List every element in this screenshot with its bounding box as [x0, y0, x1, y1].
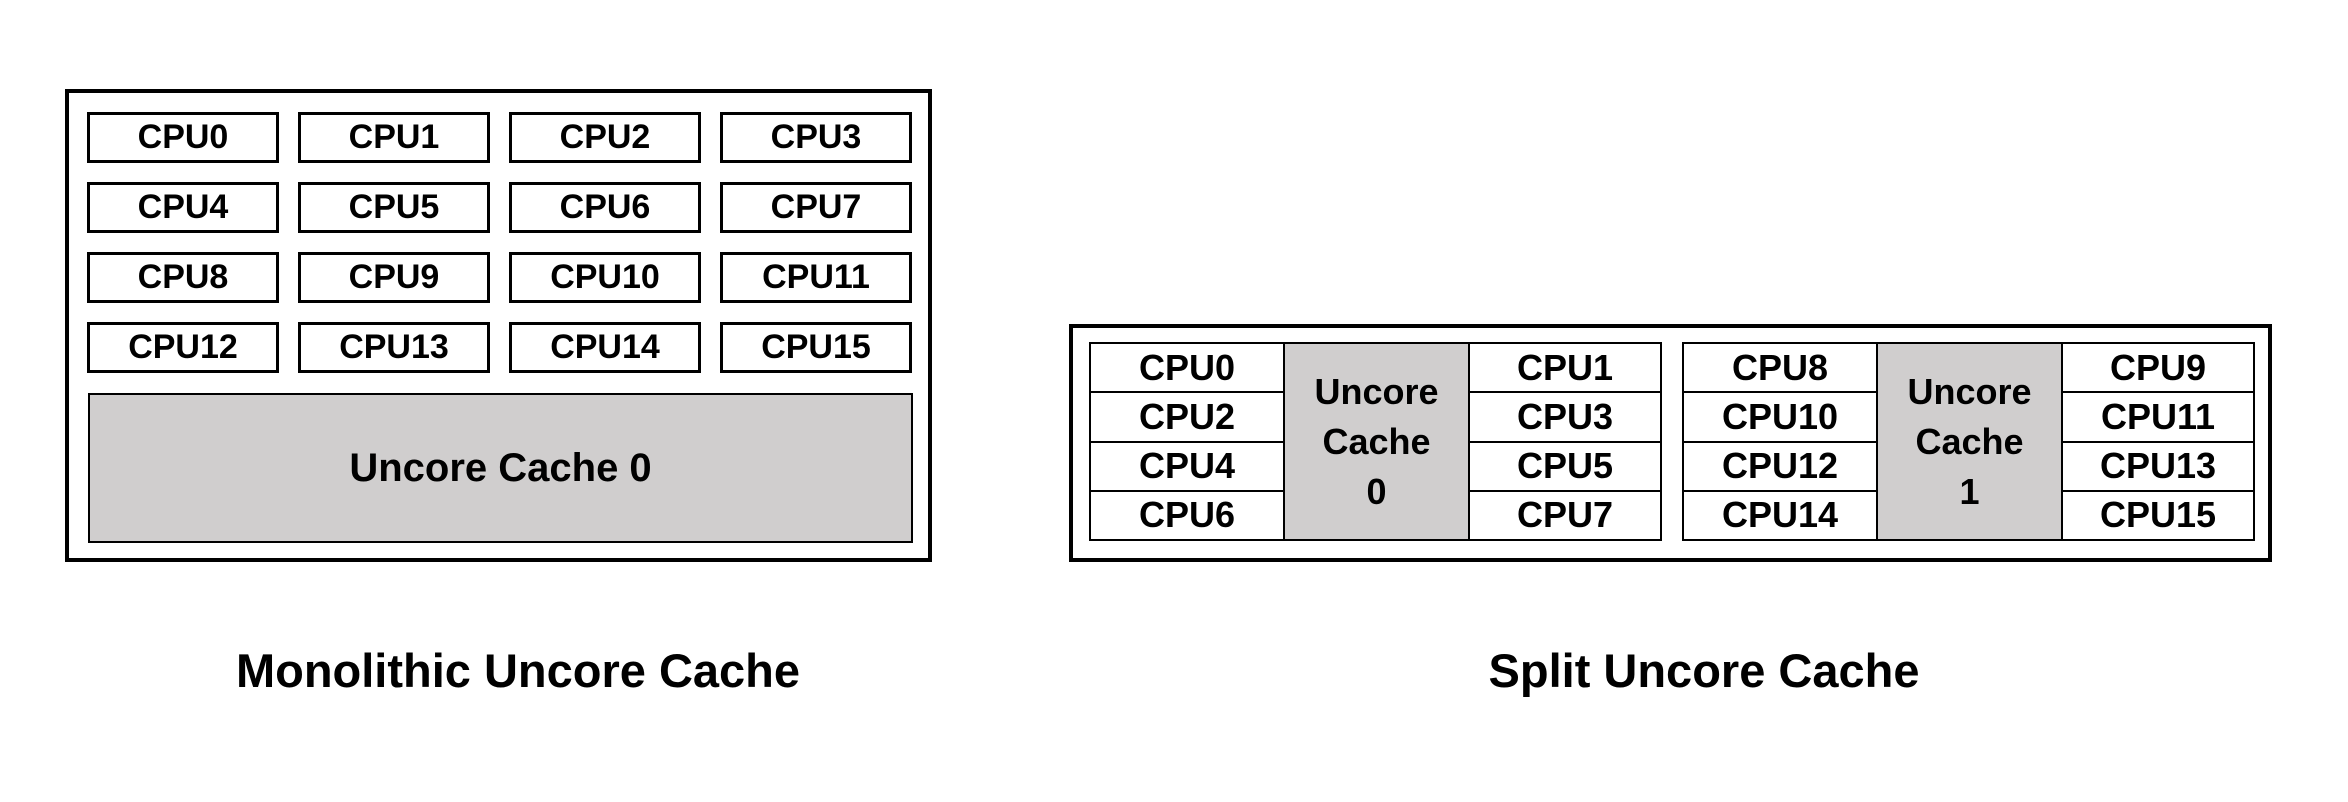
- cpu-cell: CPU15: [2063, 491, 2253, 539]
- cpu-box-3: CPU3: [720, 112, 912, 163]
- cpu-box-7: CPU7: [720, 182, 912, 233]
- cpu-box-4: CPU4: [87, 182, 279, 233]
- cpu-cell: CPU3: [1470, 393, 1660, 441]
- cpu-box-2: CPU2: [509, 112, 701, 163]
- split-caption: Split Uncore Cache: [1488, 644, 1920, 697]
- cpu-cell: CPU1: [1470, 344, 1660, 392]
- cpu-box-10: CPU10: [509, 252, 701, 303]
- monolithic-diagram-frame: CPU0 CPU1 CPU2 CPU3 CPU4 CPU5 CPU6 CPU7 …: [65, 89, 932, 562]
- cpu-box-15: CPU15: [720, 322, 912, 373]
- uncore-cache-0-box: Uncore Cache 0: [88, 393, 913, 543]
- cpu-box-12: CPU12: [87, 322, 279, 373]
- cpu-box-0: CPU0: [87, 112, 279, 163]
- uncore-cache-0-split-box: Uncore Cache 0: [1285, 344, 1468, 539]
- cache-label-line: Uncore: [1907, 370, 2032, 412]
- cache-label-line: Cache: [1322, 420, 1431, 462]
- cpu-box-13: CPU13: [298, 322, 490, 373]
- cpu-box-14: CPU14: [509, 322, 701, 373]
- cache-label-line: Uncore: [1314, 370, 1439, 412]
- cpu-cell: CPU12: [1684, 442, 1876, 490]
- cpu-box-8: CPU8: [87, 252, 279, 303]
- cpu-cell: CPU9: [2063, 344, 2253, 392]
- cpu-cell: CPU13: [2063, 442, 2253, 490]
- cpu-cell: CPU5: [1470, 442, 1660, 490]
- monolithic-caption: Monolithic Uncore Cache: [235, 644, 801, 697]
- cache-cluster-0: CPU0 CPU2 CPU4 CPU6 Uncore Cache 0 CPU1 …: [1089, 342, 1662, 541]
- monolithic-cpu-grid: CPU0 CPU1 CPU2 CPU3 CPU4 CPU5 CPU6 CPU7 …: [87, 112, 912, 373]
- cache-label-line: Cache: [1915, 420, 2024, 462]
- cpu-cell: CPU11: [2063, 393, 2253, 441]
- cache-label-line: 0: [1366, 470, 1387, 512]
- cache-label-line: 1: [1959, 470, 1980, 512]
- cpu-box-5: CPU5: [298, 182, 490, 233]
- uncore-cache-1-split-box: Uncore Cache 1: [1878, 344, 2061, 539]
- cpu-cell: CPU14: [1684, 491, 1876, 539]
- cpu-cell: CPU4: [1091, 442, 1283, 490]
- cpu-cell: CPU8: [1684, 344, 1876, 392]
- cpu-box-6: CPU6: [509, 182, 701, 233]
- cpu-box-11: CPU11: [720, 252, 912, 303]
- cpu-box-9: CPU9: [298, 252, 490, 303]
- cpu-cell: CPU10: [1684, 393, 1876, 441]
- split-diagram-frame: CPU0 CPU2 CPU4 CPU6 Uncore Cache 0 CPU1 …: [1069, 324, 2272, 562]
- cpu-cell: CPU2: [1091, 393, 1283, 441]
- cpu-cell: CPU0: [1091, 344, 1283, 392]
- cpu-box-1: CPU1: [298, 112, 490, 163]
- cpu-cell: CPU6: [1091, 491, 1283, 539]
- cache-cluster-1: CPU8 CPU10 CPU12 CPU14 Uncore Cache 1 CP…: [1682, 342, 2255, 541]
- cpu-cell: CPU7: [1470, 491, 1660, 539]
